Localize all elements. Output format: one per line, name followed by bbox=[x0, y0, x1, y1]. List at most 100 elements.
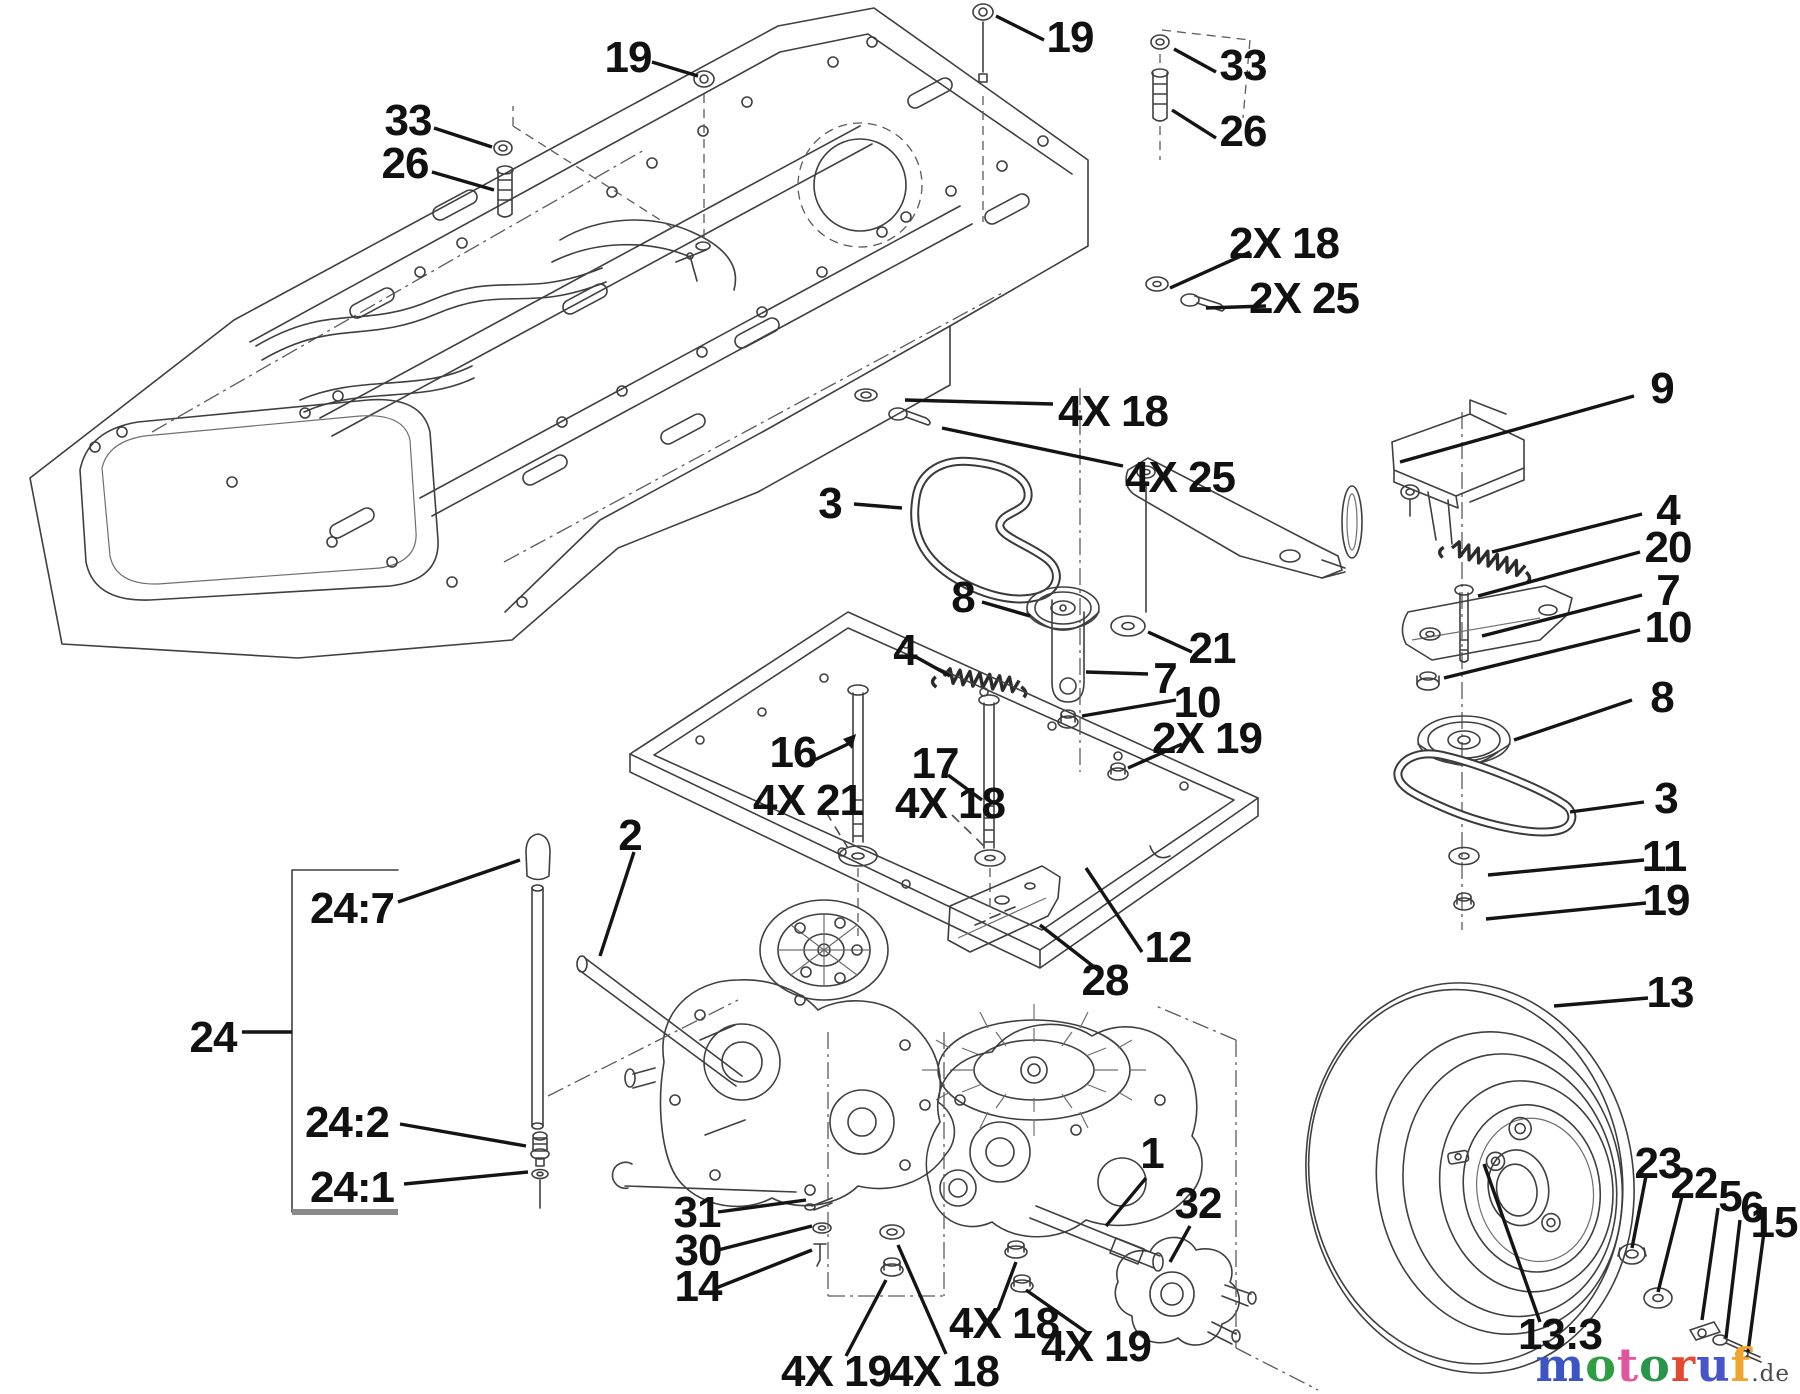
leader-line bbox=[715, 1248, 813, 1290]
logo-letter: o bbox=[1585, 1338, 1617, 1392]
part-label-31: 31 bbox=[674, 1188, 721, 1237]
leader-line bbox=[1168, 1225, 1192, 1263]
part-label-2: 2 bbox=[618, 811, 641, 860]
leader-line bbox=[651, 60, 699, 78]
leader-line bbox=[1569, 800, 1645, 814]
leader-line bbox=[1630, 1175, 1648, 1249]
leader-line bbox=[717, 1198, 807, 1214]
part-label-9: 9 bbox=[1650, 364, 1673, 413]
leader-line bbox=[941, 426, 1124, 468]
projection-lines bbox=[547, 388, 1319, 1391]
part-label-24: 24 bbox=[190, 1013, 238, 1062]
part-label-1: 1 bbox=[1140, 1129, 1164, 1178]
leader-line bbox=[399, 1122, 527, 1148]
part-label-24:7: 24:7 bbox=[310, 884, 394, 933]
part-label-3: 3 bbox=[1654, 774, 1677, 823]
leader-line bbox=[1443, 628, 1641, 680]
leader-line bbox=[805, 742, 849, 766]
logo-letter: r bbox=[1670, 1338, 1697, 1392]
guard-bracket-assembly bbox=[1341, 399, 1577, 930]
part-label-20: 20 bbox=[1645, 523, 1692, 572]
leader-line bbox=[717, 1224, 813, 1252]
leader-line bbox=[1477, 550, 1641, 598]
leader-line bbox=[1104, 1176, 1148, 1228]
leader-line bbox=[431, 170, 495, 192]
part-label-12: 12 bbox=[1145, 923, 1192, 972]
leader-arrowhead bbox=[843, 734, 856, 749]
part-label-23: 23 bbox=[1635, 1139, 1682, 1188]
right-transaxle bbox=[879, 1004, 1257, 1346]
traction-belt-front bbox=[910, 456, 1061, 604]
leader-line bbox=[844, 1279, 888, 1357]
leader-line bbox=[1482, 1163, 1542, 1323]
part-label-19: 19 bbox=[1047, 13, 1094, 62]
mounting-bolts-top bbox=[493, 3, 1251, 251]
leader-line bbox=[1081, 698, 1177, 718]
part-label-19: 19 bbox=[1643, 876, 1690, 925]
part-label-4x-18: 4X 18 bbox=[949, 1299, 1060, 1348]
part-label-4x-25: 4X 25 bbox=[1125, 453, 1236, 502]
part-label-7: 7 bbox=[1656, 566, 1679, 615]
part-label-10: 10 bbox=[1645, 603, 1692, 652]
leader-line bbox=[1127, 742, 1183, 770]
part-label-21: 21 bbox=[1189, 624, 1236, 673]
part-label-6: 6 bbox=[1740, 1183, 1763, 1232]
part-label-8: 8 bbox=[951, 573, 975, 622]
logo-letter: f bbox=[1730, 1338, 1752, 1392]
leader-line bbox=[397, 858, 521, 904]
leader-line bbox=[1025, 1288, 1087, 1334]
brake-rod bbox=[576, 955, 743, 1087]
part-label-26: 26 bbox=[382, 139, 429, 188]
part-label-13: 13 bbox=[1647, 968, 1694, 1017]
part-label-24:1: 24:1 bbox=[310, 1163, 395, 1212]
leader-line bbox=[1481, 593, 1643, 638]
part-label-22: 22 bbox=[1671, 1159, 1718, 1208]
leader-line bbox=[904, 398, 1054, 406]
part-label-11: 11 bbox=[1642, 832, 1687, 881]
part-label-7: 7 bbox=[1153, 654, 1176, 703]
leader-line bbox=[996, 1261, 1018, 1311]
leader-line bbox=[1487, 858, 1645, 877]
left-transaxle bbox=[624, 899, 956, 1208]
leader-line bbox=[1399, 394, 1635, 464]
part-label-2x-19: 2X 19 bbox=[1152, 714, 1262, 763]
leader-line bbox=[1171, 108, 1217, 140]
part-label-19: 19 bbox=[605, 33, 652, 82]
part-label-17: 17 bbox=[912, 739, 959, 788]
leader-line bbox=[1085, 670, 1149, 676]
leader-line bbox=[1724, 1219, 1742, 1339]
logo-letter: t bbox=[1616, 1338, 1640, 1392]
part-label-33: 33 bbox=[1220, 41, 1267, 90]
motoruf-watermark: motoruf.de bbox=[1536, 1338, 1790, 1392]
part-label-26: 26 bbox=[1220, 107, 1267, 156]
leader-line bbox=[825, 811, 849, 849]
leader-line bbox=[1147, 630, 1193, 654]
part-label-5: 5 bbox=[1718, 1172, 1742, 1221]
leader-line bbox=[915, 655, 951, 678]
logo-letter: o bbox=[1639, 1338, 1671, 1392]
leader-line bbox=[853, 502, 903, 510]
motoruf-logo-text: motoruf bbox=[1536, 1338, 1752, 1392]
leader-line bbox=[981, 600, 1031, 618]
part-label-3: 3 bbox=[818, 479, 841, 528]
wire-and-pins bbox=[611, 1161, 833, 1267]
leader-line bbox=[896, 1244, 948, 1355]
logo-letter: u bbox=[1696, 1338, 1731, 1392]
leader-line bbox=[1038, 923, 1100, 972]
part-label-4x-19: 4X 19 bbox=[1041, 1322, 1151, 1371]
part-label-28: 28 bbox=[1082, 956, 1129, 1005]
leader-line bbox=[1485, 901, 1647, 921]
leader-line bbox=[1169, 250, 1251, 290]
part-label-8: 8 bbox=[1650, 673, 1674, 722]
part-label-10: 10 bbox=[1174, 678, 1221, 727]
part-label-4x-18: 4X 18 bbox=[1058, 387, 1169, 436]
part-label-16: 16 bbox=[770, 728, 817, 777]
leader-line bbox=[1205, 304, 1267, 310]
part-label-33: 33 bbox=[385, 96, 432, 145]
leader-line bbox=[1084, 867, 1144, 953]
part-label-2x-18: 2X 18 bbox=[1229, 219, 1340, 268]
leader-line bbox=[403, 1170, 529, 1186]
